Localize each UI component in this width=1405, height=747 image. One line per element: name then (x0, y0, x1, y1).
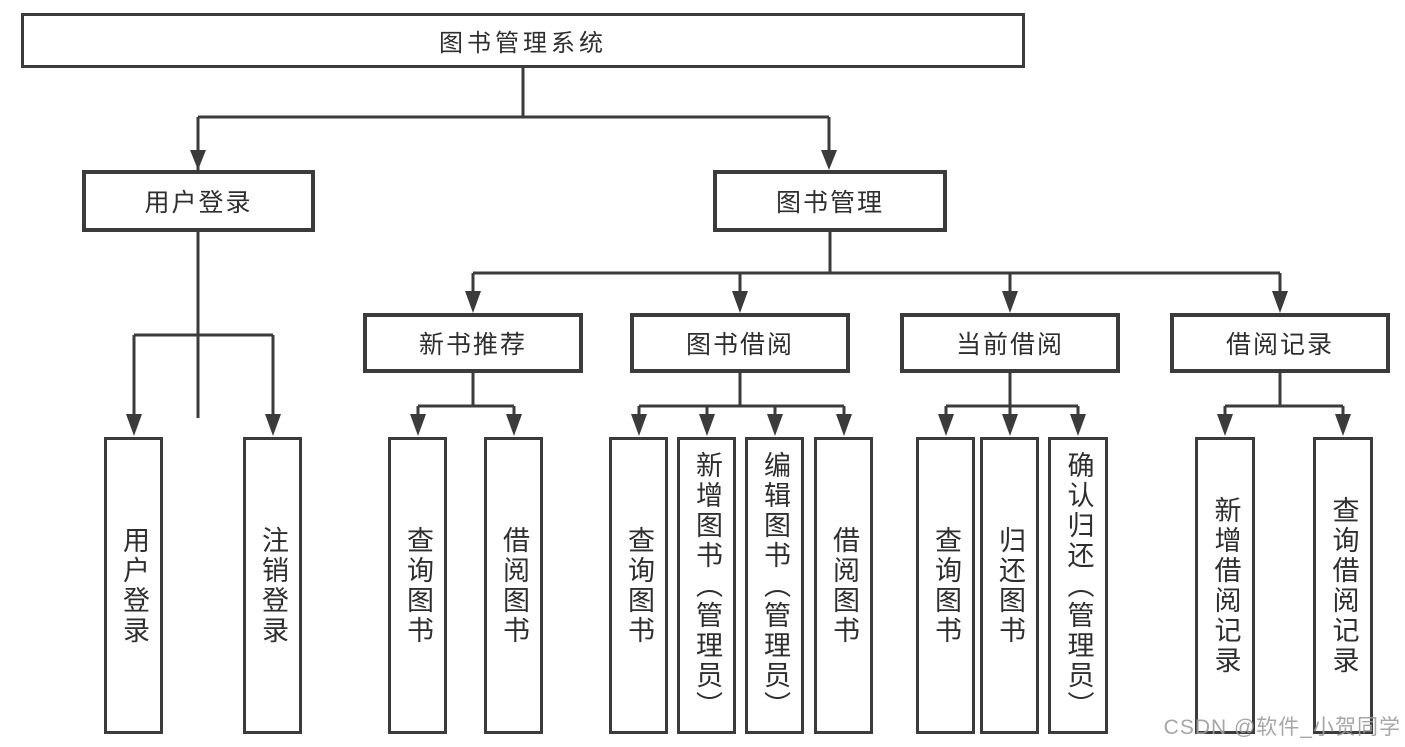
leaf-edit-books-admin: 编辑图书（管理员） (745, 437, 804, 734)
node-label: 新增借阅记录 (1210, 495, 1241, 676)
node-book-borrowing: 图书借阅 (630, 313, 850, 373)
node-label: 查询图书 (931, 525, 961, 646)
leaf-user-login: 用户登录 (104, 437, 163, 734)
leaf-add-books-admin: 新增图书（管理员） (677, 437, 736, 734)
node-label: 确认归还（管理员） (1063, 450, 1094, 721)
node-label: 借阅图书 (499, 525, 529, 646)
node-user-login: 用户登录 (82, 170, 315, 232)
node-label: 查询借阅记录 (1328, 495, 1359, 676)
node-label: 新书推荐 (418, 331, 527, 359)
leaf-logout: 注销登录 (243, 437, 302, 734)
node-current-borrowing: 当前借阅 (900, 313, 1120, 373)
node-label: 注销登录 (258, 525, 288, 646)
node-borrowing-records: 借阅记录 (1170, 313, 1390, 373)
leaf-borrow-books-borrowing: 借阅图书 (814, 437, 873, 734)
node-label: 图书借阅 (685, 331, 794, 359)
node-label: 新增图书（管理员） (692, 450, 722, 721)
leaf-return-books: 归还图书 (980, 437, 1039, 734)
node-label: 查询图书 (403, 525, 433, 646)
node-label: 图书管理系统 (439, 30, 607, 57)
node-new-book-recommendation: 新书推荐 (363, 313, 583, 373)
node-label: 归还图书 (995, 525, 1025, 646)
leaf-add-borrow-record: 新增借阅记录 (1195, 437, 1255, 734)
leaf-confirm-return-admin: 确认归还（管理员） (1048, 437, 1108, 734)
leaf-query-books-current: 查询图书 (916, 437, 975, 734)
watermark: CSDN @软件_小贺同学 (1163, 716, 1401, 739)
leaf-borrow-books-recommend: 借阅图书 (484, 437, 543, 734)
node-label: 查询图书 (624, 525, 654, 646)
node-label: 图书管理 (775, 189, 884, 217)
node-label: 当前借阅 (955, 331, 1064, 359)
node-label: 用户登录 (119, 525, 149, 646)
node-library-management-system: 图书管理系统 (21, 13, 1025, 68)
leaf-query-books-recommend: 查询图书 (388, 437, 447, 734)
node-label: 借阅图书 (829, 525, 859, 646)
node-label: 编辑图书（管理员） (760, 450, 790, 721)
node-book-management: 图书管理 (713, 170, 947, 232)
node-label: 用户登录 (144, 189, 253, 217)
leaf-query-borrow-record: 查询借阅记录 (1313, 437, 1373, 734)
leaf-query-books-borrowing: 查询图书 (609, 437, 668, 734)
node-label: 借阅记录 (1225, 331, 1334, 359)
